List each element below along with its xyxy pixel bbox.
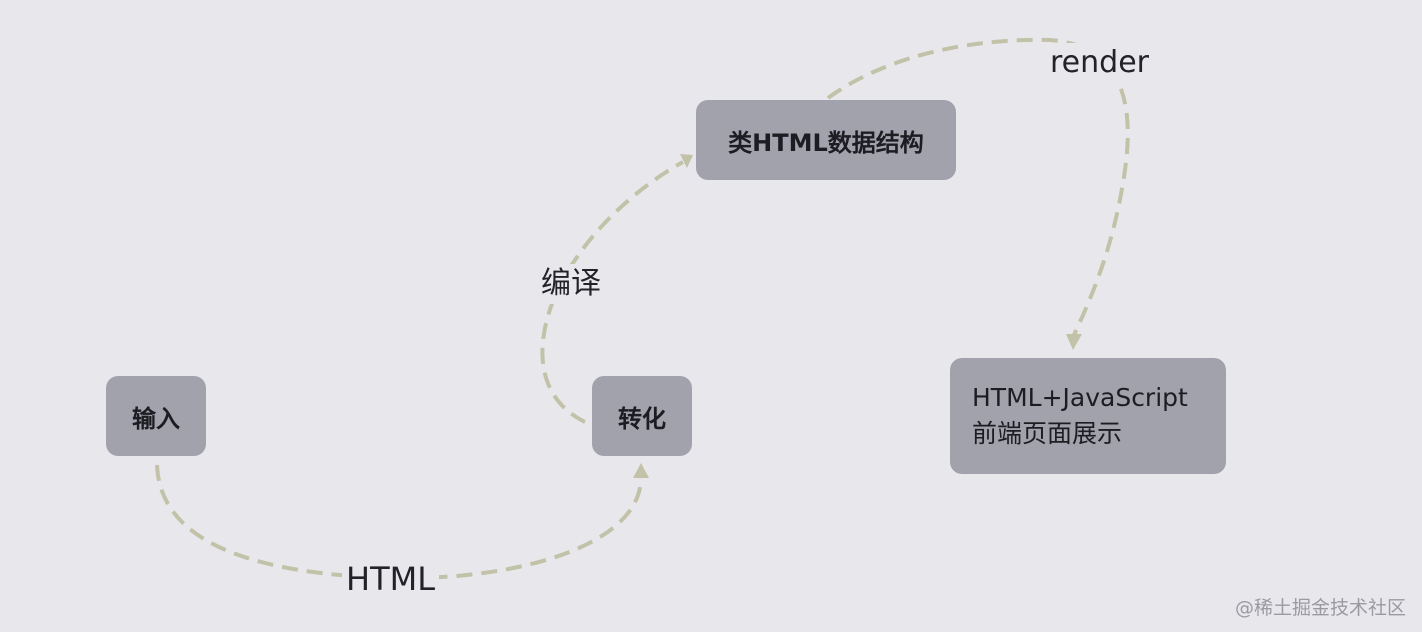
node-html-like-structure: 类HTML数据结构 xyxy=(696,100,956,180)
node-convert-label: 转化 xyxy=(618,404,666,433)
node-frontend-display-line2: 前端页面展示 xyxy=(972,419,1123,448)
node-html-like-structure-label: 类HTML数据结构 xyxy=(728,128,924,157)
watermark: @稀土掘金技术社区 xyxy=(1234,597,1406,619)
arrowhead-input-to-convert xyxy=(633,463,649,478)
edge-label-render: render xyxy=(1046,43,1153,83)
node-frontend-display-line1: HTML+JavaScript xyxy=(972,383,1188,412)
connector-html-like-to-output xyxy=(826,37,1130,336)
edge-label-html: HTML xyxy=(342,559,440,599)
connector-convert-to-html-like xyxy=(540,160,684,424)
arrowhead-convert-to-html-like xyxy=(680,154,693,168)
node-frontend-display: HTML+JavaScript 前端页面展示 xyxy=(950,358,1226,474)
node-convert: 转化 xyxy=(592,376,692,456)
arrowhead-html-like-to-output xyxy=(1066,334,1082,350)
node-input: 输入 xyxy=(106,376,206,456)
node-input-label: 输入 xyxy=(132,404,180,433)
edge-label-compile: 编译 xyxy=(537,264,605,304)
